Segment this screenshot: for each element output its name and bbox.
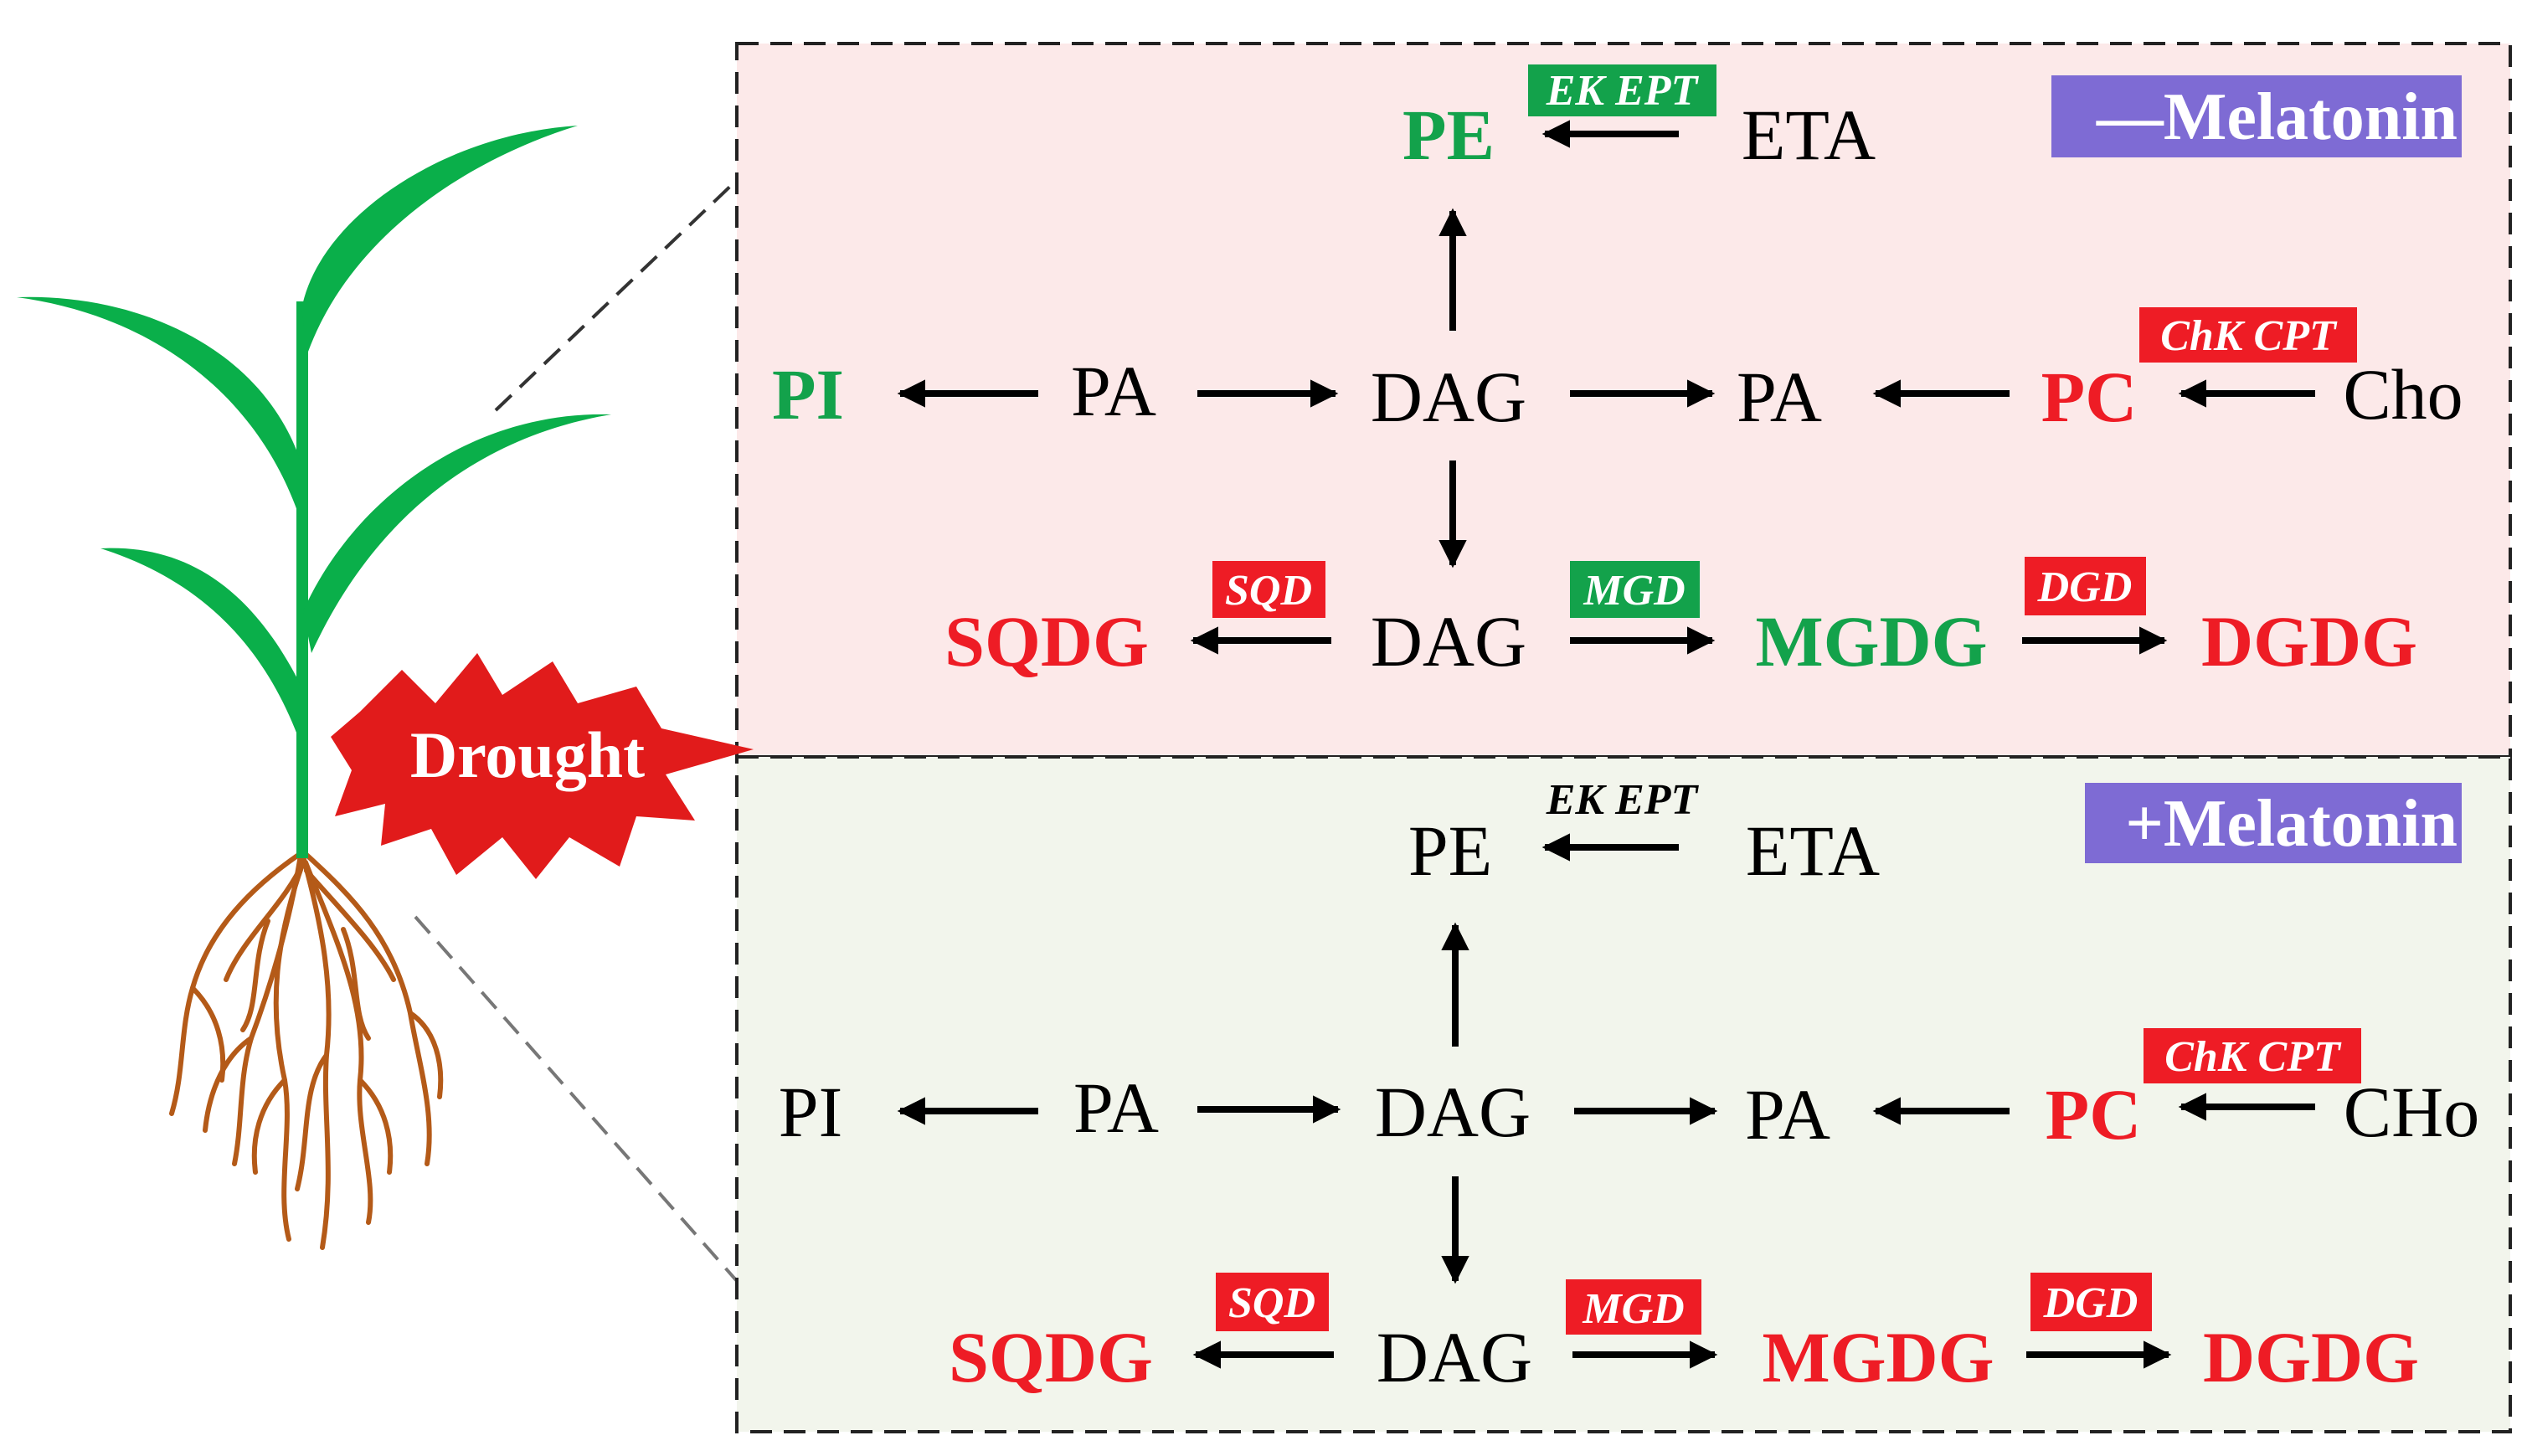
enzyme-ek-ept: EK EPT [1546, 776, 1700, 824]
enzyme-mgd: MGD [1566, 1279, 1701, 1335]
panel-minus-melatonin: —Melatonin EK EPT ChK CPT SQD [772, 64, 2463, 682]
node-pi: PI [772, 354, 844, 435]
enzyme-mgd-bg [1566, 1279, 1701, 1335]
panel-plus-melatonin: +Melatonin EK EPT ChK CPT SQD [779, 776, 2479, 1397]
node-eta: ETA [1742, 95, 1876, 175]
node-pa-left: PA [1071, 351, 1156, 431]
node-dgdg: DGDG [2201, 601, 2417, 682]
enzyme-sqd-label: SQD [1225, 567, 1312, 615]
node-cho: CHo [2344, 1072, 2479, 1152]
enzyme-mgd-label: MGD [1582, 1285, 1684, 1333]
drought-label: Drought [410, 718, 645, 791]
node-pa-left: PA [1073, 1068, 1159, 1148]
zoom-line-bottom [414, 915, 739, 1283]
panel-title: +Melatonin [2125, 787, 2458, 861]
drought-burst-shape [331, 653, 754, 879]
enzyme-ek-ept-bg [1528, 64, 1716, 116]
leaf-upper-left [17, 296, 303, 511]
enzyme-dgd-bg [2025, 557, 2146, 615]
node-mgdg: MGDG [1755, 601, 1987, 682]
enzyme-mgd-bg [1570, 561, 1700, 618]
node-pc: PC [2046, 1074, 2142, 1155]
enzyme-ek-ept-label: EK EPT [1546, 776, 1700, 824]
enzyme-chk-cpt-bg [2139, 307, 2357, 363]
drought-burst: Drought [331, 653, 754, 879]
node-mgdg: MGDG [1762, 1317, 1994, 1397]
plant-roots [169, 847, 444, 1250]
enzyme-sqd-bg [1216, 1273, 1329, 1331]
plant-illustration [17, 126, 611, 1250]
node-sqdg: SQDG [949, 1317, 1153, 1397]
node-pa-right: PA [1745, 1074, 1830, 1155]
enzyme-sqd-label: SQD [1228, 1279, 1315, 1327]
enzyme-sqd-bg [1212, 561, 1325, 618]
node-pe: PE [1402, 95, 1495, 175]
node-cho: Cho [2343, 354, 2463, 435]
enzyme-chk-cpt: ChK CPT [2144, 1028, 2361, 1083]
pathway-arrows [897, 120, 2315, 655]
enzyme-dgd: DGD [2030, 1273, 2152, 1331]
panel-title-bg [2051, 75, 2462, 157]
node-pe: PE [1408, 810, 1492, 891]
enzyme-mgd-label: MGD [1583, 567, 1685, 615]
node-eta: ETA [1746, 810, 1880, 891]
node-dag-bottom: DAG [1371, 601, 1526, 682]
node-dag-top: DAG [1375, 1072, 1531, 1152]
node-dag-bottom: DAG [1377, 1317, 1532, 1397]
enzyme-mgd: MGD [1570, 561, 1700, 618]
panel-title: —Melatonin [2096, 80, 2458, 154]
enzyme-dgd-bg [2030, 1273, 2152, 1331]
plant-leaves [17, 126, 611, 737]
pathway-arrows [897, 833, 2315, 1369]
enzyme-ek-ept: EK EPT [1528, 64, 1716, 116]
node-sqdg: SQDG [944, 601, 1149, 682]
plant-stem [296, 301, 308, 858]
enzyme-sqd: SQD [1216, 1273, 1329, 1331]
enzyme-chk-cpt: ChK CPT [2139, 307, 2357, 363]
leaf-upper-right [303, 414, 611, 653]
enzyme-chk-cpt-bg [2144, 1028, 2361, 1083]
enzyme-chk-cpt-label: ChK CPT [2164, 1033, 2342, 1081]
leaf-top [301, 126, 578, 352]
enzyme-chk-cpt-label: ChK CPT [2160, 312, 2338, 360]
node-pc: PC [2041, 357, 2138, 437]
node-pa-right: PA [1737, 357, 1822, 437]
enzyme-dgd: DGD [2025, 557, 2146, 615]
leaf-lower-left [100, 548, 301, 737]
node-pi: PI [779, 1072, 842, 1152]
panel-title-bg [2085, 783, 2462, 863]
enzyme-dgd-label: DGD [2037, 563, 2133, 611]
enzyme-ek-ept-label: EK EPT [1546, 67, 1700, 115]
enzyme-dgd-label: DGD [2043, 1279, 2138, 1327]
enzyme-sqd: SQD [1212, 561, 1325, 618]
node-dgdg: DGDG [2203, 1317, 2419, 1397]
node-dag-top: DAG [1371, 357, 1526, 437]
zoom-line-top [494, 178, 739, 412]
